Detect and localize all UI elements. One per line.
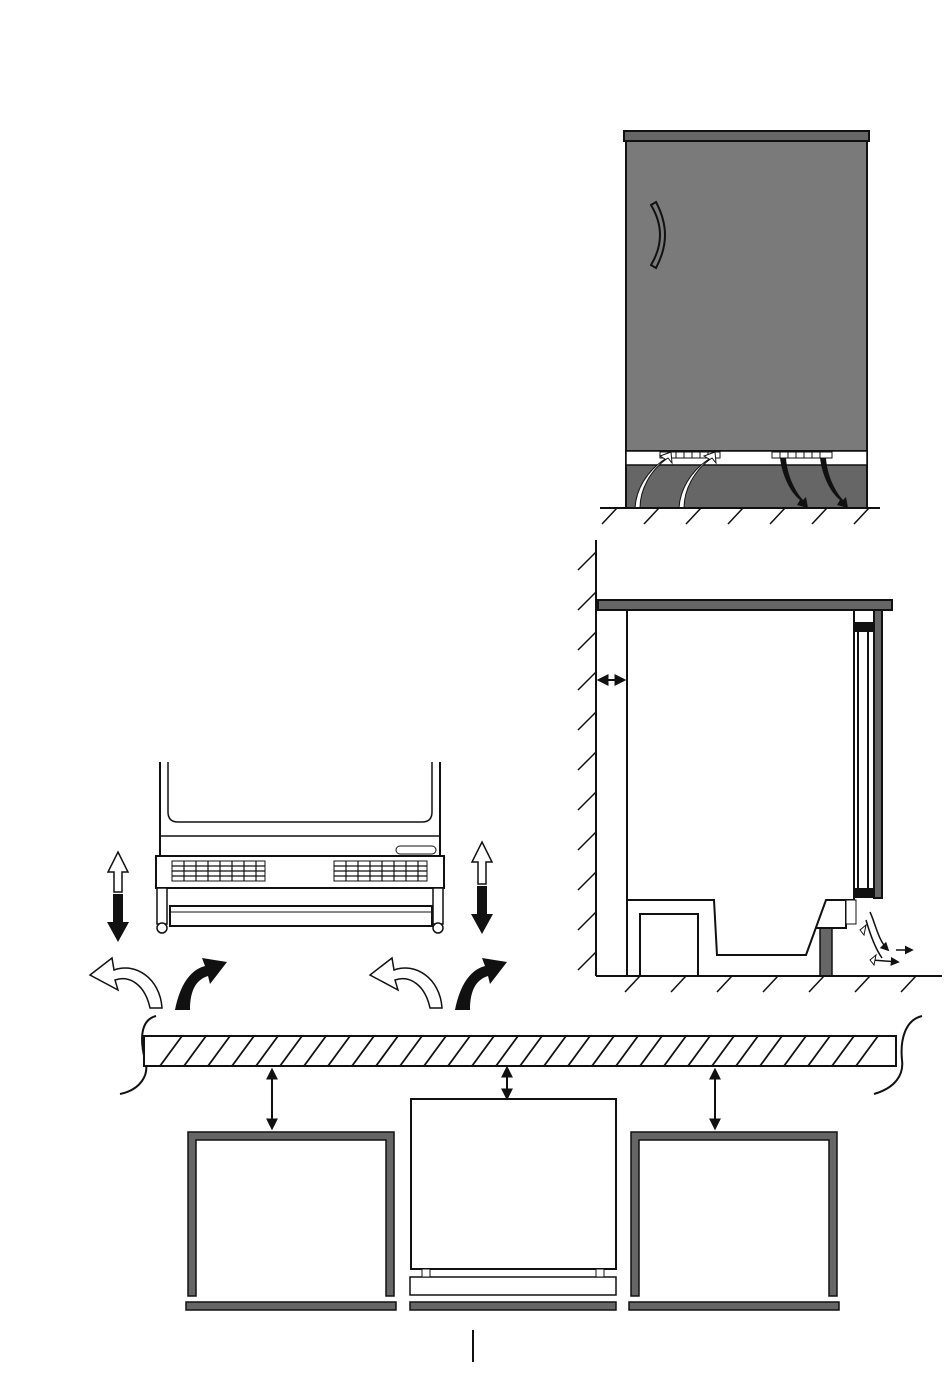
height-adjust-up-arrow-icon xyxy=(472,842,492,884)
appliance-center-plinth xyxy=(410,1277,616,1295)
appliance-center-body xyxy=(411,1099,616,1269)
airflow-arrows-small xyxy=(866,912,912,962)
vent-grille xyxy=(846,900,856,924)
cabinet-left-frame xyxy=(188,1132,394,1296)
hinge-icon xyxy=(855,888,873,898)
appliance-door xyxy=(626,141,867,451)
compressor xyxy=(640,914,698,976)
foot-right-pad xyxy=(433,923,443,933)
appliance-center-foot xyxy=(422,1269,430,1277)
cabinet-right-base xyxy=(629,1302,839,1310)
worktop-hatched xyxy=(144,1036,896,1066)
airflow-in-arrow-icon xyxy=(370,958,442,1008)
cabinet-bottom-outline xyxy=(168,812,432,822)
hinge-icon xyxy=(855,622,873,632)
door-inner xyxy=(858,630,868,892)
grille-right xyxy=(772,452,832,458)
appliance-front-view xyxy=(600,131,880,524)
worktop-section xyxy=(598,600,892,610)
section-floor-hatching xyxy=(625,976,916,992)
airflow-in-arrow-icon xyxy=(870,955,876,965)
floor-hatching xyxy=(602,508,869,524)
plinth-badge xyxy=(396,846,436,854)
foot-right xyxy=(433,888,443,924)
cabinet-left-base xyxy=(186,1302,396,1310)
foot-left xyxy=(157,888,167,924)
worktop-clearance-views xyxy=(120,1016,922,1310)
appliance-side-section xyxy=(578,540,942,992)
height-adjust-down-arrow-icon xyxy=(107,894,129,942)
airflow-out-arrow-icon xyxy=(175,958,227,1010)
cabinet-center-base xyxy=(410,1302,616,1310)
airflow-out-arrow-icon xyxy=(455,958,507,1010)
foot-left-pad xyxy=(157,923,167,933)
appliance-center-foot xyxy=(596,1269,604,1277)
height-adjust-up-arrow-icon xyxy=(108,852,128,892)
kickplate xyxy=(170,906,432,926)
worktop-front xyxy=(624,131,869,141)
door-panel-section xyxy=(874,610,882,898)
airflow-in-arrow-icon xyxy=(860,925,866,935)
airflow-in-arrow-icon xyxy=(90,958,162,1008)
plinth-ventilation-detail xyxy=(90,762,507,1010)
plinth-section xyxy=(820,928,832,976)
cabinet-right-frame xyxy=(631,1132,837,1296)
height-adjust-down-arrow-icon xyxy=(471,886,493,934)
wall-hatching xyxy=(578,552,596,970)
